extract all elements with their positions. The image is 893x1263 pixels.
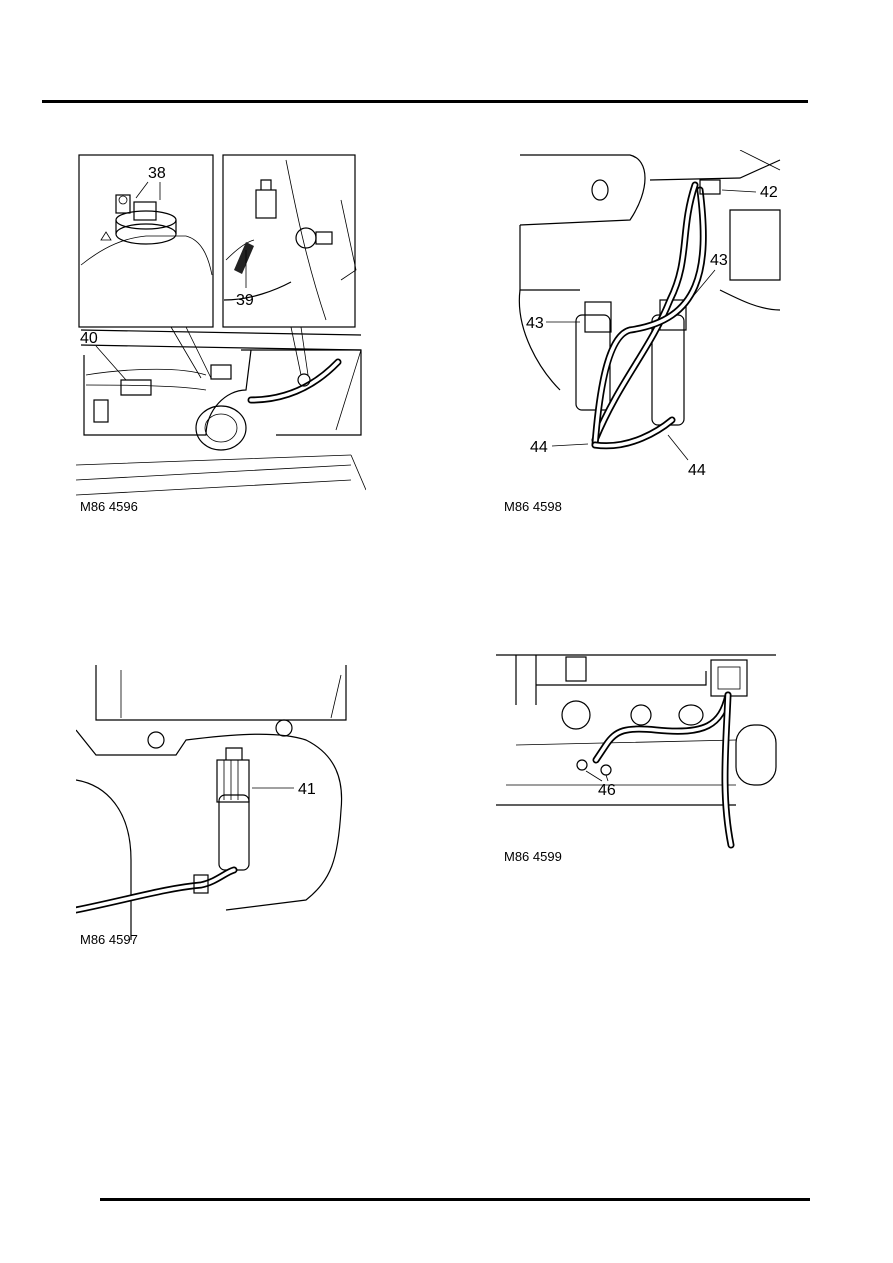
header-rule <box>42 100 808 103</box>
callout-43b: 43 <box>710 252 728 269</box>
figure-caption: M86 4598 <box>504 499 562 514</box>
figure-caption: M86 4596 <box>80 499 138 514</box>
figure-m86-4598-drawing: 42 43 43 44 44 <box>518 150 781 479</box>
callout-40: 40 <box>80 330 98 347</box>
callout-38: 38 <box>148 165 166 182</box>
figure-m86-4596: 38 39 40 M86 4596 <box>76 150 366 520</box>
figure-m86-4597: 41 M86 4597 <box>76 660 366 950</box>
figure-m86-4598: 42 43 43 44 44 M86 4598 <box>500 150 790 520</box>
figure-caption: M86 4599 <box>504 849 562 864</box>
callout-41: 41 <box>298 781 316 798</box>
callout-46: 46 <box>598 782 616 799</box>
callout-44a: 44 <box>530 439 548 456</box>
callout-44b: 44 <box>688 462 706 479</box>
footer-rule <box>100 1198 810 1201</box>
figure-m86-4599: 46 M86 4599 <box>496 645 786 875</box>
figure-caption: M86 4597 <box>80 932 138 947</box>
callout-43a: 43 <box>526 315 544 332</box>
callout-42: 42 <box>760 184 778 201</box>
figure-m86-4596-drawing: 38 39 40 <box>76 154 366 496</box>
callout-39: 39 <box>236 292 254 309</box>
figure-m86-4599-drawing: 46 <box>496 654 777 849</box>
figure-m86-4597-drawing: 41 <box>76 665 347 940</box>
